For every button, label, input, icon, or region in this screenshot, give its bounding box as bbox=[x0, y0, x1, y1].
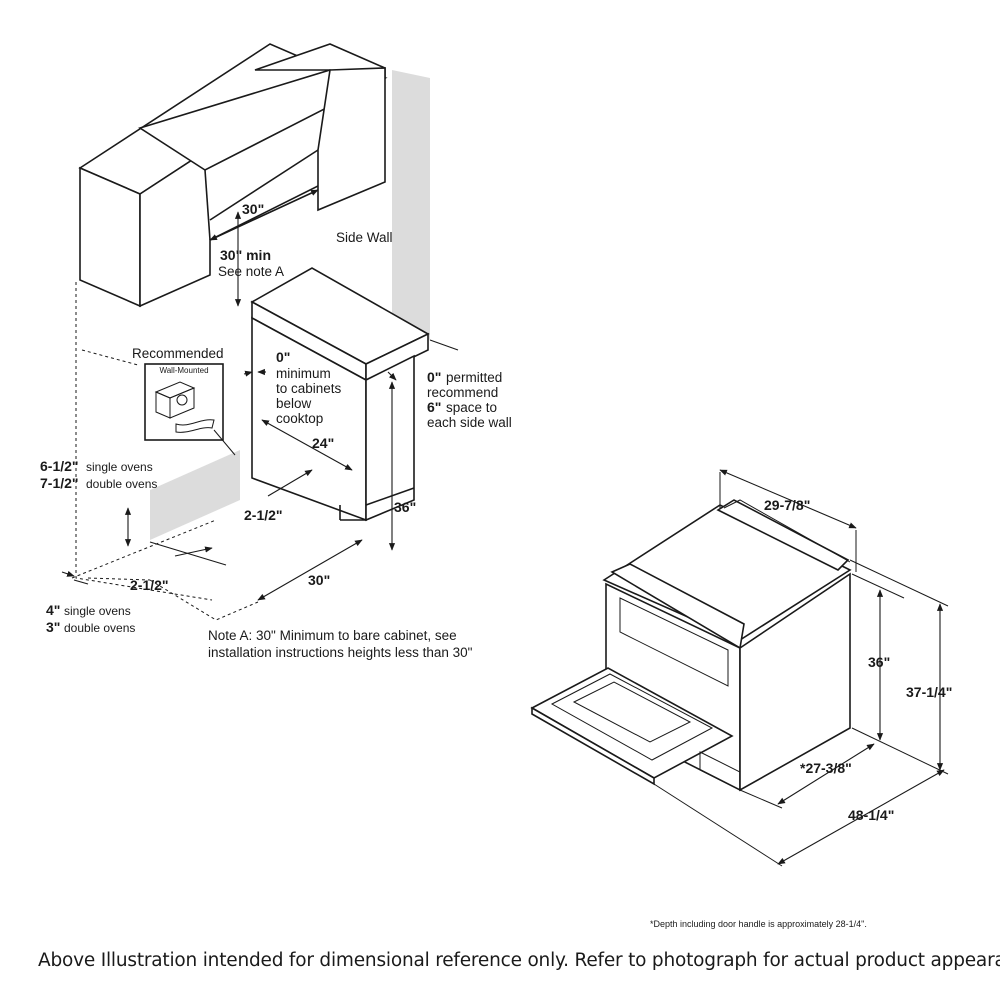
front-double-value: 3" bbox=[46, 619, 60, 635]
product-width-label: 29-7/8" bbox=[764, 497, 810, 513]
cabinet-clearance-line-2: to cabinets bbox=[276, 381, 342, 396]
side-wall-space-to: space to bbox=[446, 400, 497, 415]
depth-footnote: *Depth including door handle is approxim… bbox=[650, 919, 867, 929]
open-door bbox=[530, 667, 734, 786]
side-wall-clearance-value: 0" bbox=[427, 369, 441, 385]
double-ovens-text: double ovens bbox=[86, 477, 157, 491]
single-ovens-text: single ovens bbox=[86, 460, 153, 474]
upper-cabinets bbox=[78, 43, 388, 308]
side-wall-recommend: recommend bbox=[427, 385, 498, 400]
disclaimer-text: Above Illustration intended for dimensio… bbox=[38, 950, 1000, 971]
side-wall-permitted: permitted bbox=[446, 370, 502, 385]
product-depth-label: *27-3/8" bbox=[800, 760, 852, 776]
wall-mounted-inset: Wall-Mounted bbox=[144, 363, 236, 456]
height-label: 36" bbox=[394, 499, 416, 515]
hood-clearance-note: See note A bbox=[218, 264, 284, 279]
back-offset-label: 2-1/2" bbox=[244, 507, 283, 523]
product-depth-door-open-label: 48-1/4" bbox=[848, 807, 894, 823]
side-wall-label: Side Wall bbox=[336, 230, 393, 245]
note-a-line-2: installation instructions heights less t… bbox=[208, 645, 473, 660]
front-single-text: single ovens bbox=[64, 604, 131, 618]
cabinet-clearance-line-3: below bbox=[276, 396, 312, 411]
wall-mounted-label: Wall-Mounted bbox=[159, 366, 208, 375]
cabinet-clearance-line-1: minimum bbox=[276, 366, 331, 381]
single-ovens-value: 6-1/2" bbox=[40, 458, 79, 474]
product-overall-height-label: 37-1/4" bbox=[906, 684, 952, 700]
front-single-value: 4" bbox=[46, 602, 60, 618]
front-offset-label: 2-1/2" bbox=[130, 577, 169, 593]
cabinet-clearance-line-4: cooktop bbox=[276, 411, 323, 426]
hood-width-label: 30" bbox=[242, 201, 264, 217]
side-wall-each: each side wall bbox=[427, 415, 512, 430]
note-a-line-1: Note A: 30" Minimum to bare cabinet, see bbox=[208, 628, 457, 643]
installation-diagram: Wall-Mounted 30" 30" min See note A Side… bbox=[40, 43, 512, 660]
front-double-text: double ovens bbox=[64, 621, 135, 635]
side-wall-shade bbox=[392, 70, 430, 340]
hood-clearance-label: 30" min bbox=[220, 247, 271, 263]
floor-outline bbox=[71, 282, 259, 621]
range-product-diagram: 29-7/8" 36" 37-1/4" *27-3/8" 48-1/4" bbox=[530, 469, 952, 867]
double-ovens-value: 7-1/2" bbox=[40, 475, 79, 491]
cabinet-clearance-value: 0" bbox=[276, 349, 290, 365]
side-wall-space-value: 6" bbox=[427, 399, 441, 415]
recommended-label: Recommended bbox=[132, 346, 224, 361]
outlet-zone bbox=[150, 450, 240, 540]
cutout-width-label: 30" bbox=[308, 572, 330, 588]
product-height-label: 36" bbox=[868, 654, 890, 670]
cutout-depth-label: 24" bbox=[312, 435, 334, 451]
